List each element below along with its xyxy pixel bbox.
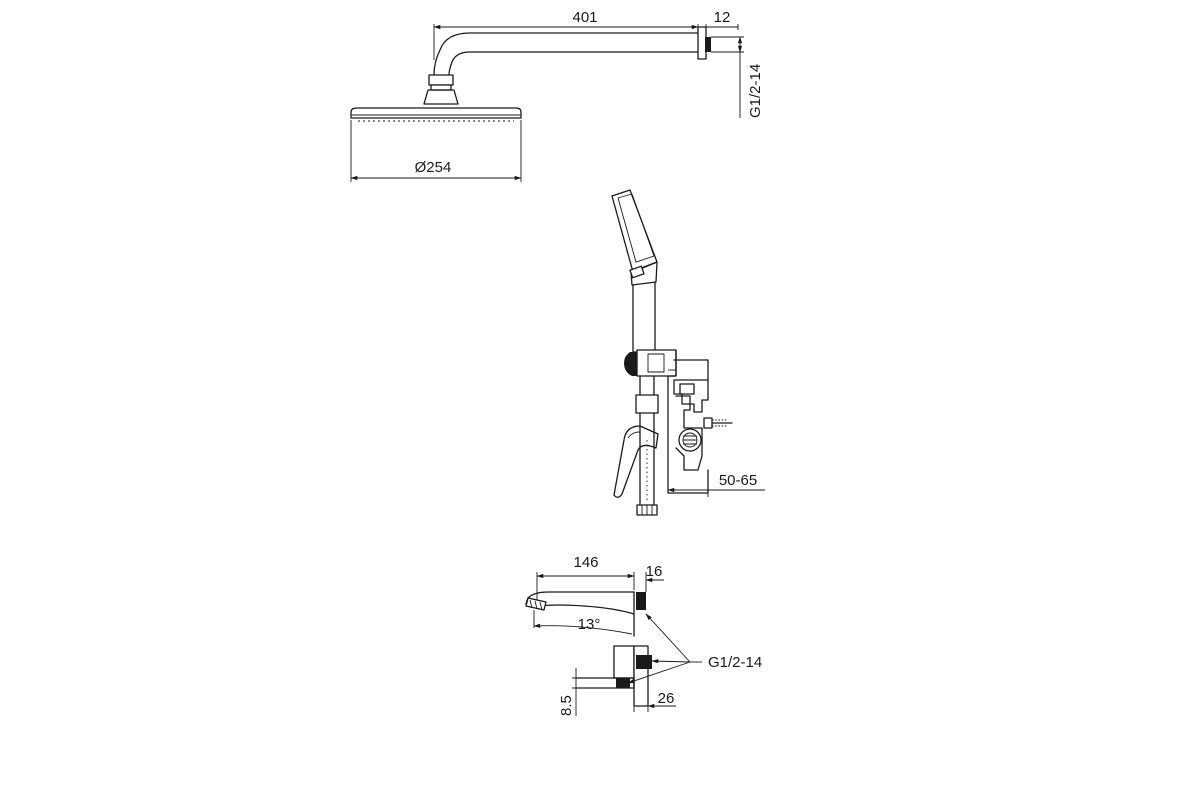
wall-elbow	[613, 645, 635, 679]
holder-clamp	[624, 352, 637, 376]
hand-shower-mixer-assembly: 50-65	[611, 189, 765, 516]
shower-head-assembly: 401 12 G1/2-14 Ø254	[350, 9, 764, 182]
head-neck	[423, 89, 459, 105]
shower-arm-outer	[433, 32, 699, 76]
mixer-lever	[613, 425, 659, 498]
hand-shower-handle	[630, 261, 658, 286]
shower-hose	[639, 434, 655, 506]
elbow-thread	[636, 655, 652, 669]
dim-label-254: Ø254	[415, 159, 452, 176]
dim-label-401: 401	[572, 9, 597, 26]
spout-flange	[636, 592, 646, 610]
handle-tube	[632, 281, 656, 353]
callout-label-thread: G1/2-14	[708, 654, 762, 671]
dim-line-13-deg	[533, 623, 633, 635]
leader-line-upper	[645, 613, 691, 663]
dim-label-13-deg: 13°	[578, 616, 601, 633]
dim-label-12: 12	[714, 9, 731, 26]
dim-label-146: 146	[573, 554, 598, 571]
dim-label-8-5: 8.5	[558, 695, 575, 716]
leader-line-lower	[627, 661, 691, 684]
diverter-body	[635, 394, 659, 414]
dim-label-50-65: 50-65	[719, 472, 757, 489]
spout-elbow-assembly: 146 16 13° G1/2-14 26 8.5	[525, 554, 762, 716]
concealed-valve-box	[673, 379, 709, 413]
ball-joint-nut	[428, 74, 454, 86]
leader-line-mid	[651, 659, 691, 664]
arm-wall-flange	[697, 26, 707, 60]
shower-arm-inner	[448, 51, 699, 76]
ball-joint-collar	[430, 84, 452, 91]
shower-head-disc	[350, 107, 522, 119]
dim-label-16: 16	[646, 563, 663, 580]
dim-label-arm-thread: G1/2-14	[747, 64, 764, 118]
dim-label-26: 26	[658, 690, 675, 707]
arm-thread-block	[705, 37, 711, 52]
